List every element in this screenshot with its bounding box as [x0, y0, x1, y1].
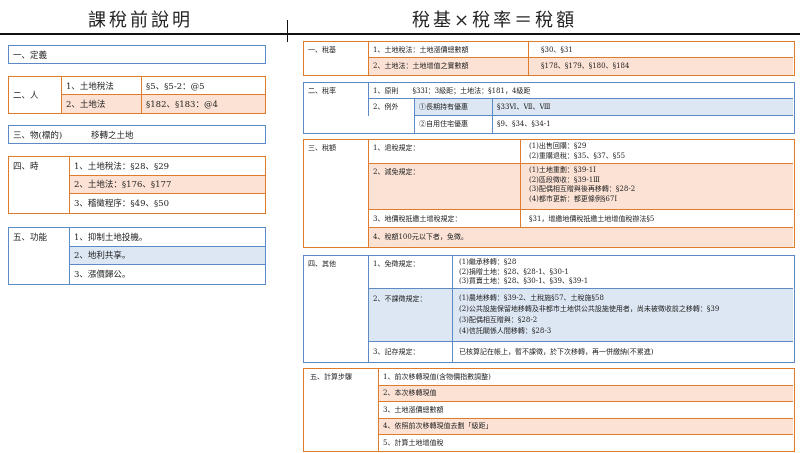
tax-rate-exception-2-ref: §9、§34、§34-1 [492, 116, 793, 133]
object-label: 三、物(標的) [13, 130, 63, 141]
calculation-steps-section: 五、計算步驟 1、前次移轉現值(含物價指數調整) 2、本次移轉現值 3、土地漲價… [303, 368, 795, 452]
time-row-3: 3、稽徵程序：§49、§50 [69, 194, 265, 213]
deferral-rule-value: 已核算記在帳上，暫不課徵，於下次移轉，再一併繳納(不累進) [452, 342, 793, 362]
object-value: 移轉之土地 [91, 130, 134, 141]
right-title: 稅基×稅率＝稅額 [412, 10, 578, 31]
small-tax-exemption: 4、稅額100元以下者，免徵。 [368, 228, 793, 247]
reduction-rule-line-2: (2)區段徵收：§39-1Ⅲ [529, 175, 600, 184]
tax-base-row-1-ref: §30、§31 [528, 42, 793, 58]
non-levy-rule-line-1: (1)農地移轉：§39-2、土稅施§57、土稅施§58 [459, 294, 604, 302]
tax-amount-label: 三、稅額 [308, 144, 336, 152]
exempt-rule-line-3: (3)買賣土地：§28、§30-1、§39、§39-1 [459, 277, 589, 286]
step-3: 3、土地漲價總數額 [378, 402, 793, 419]
time-label: 四、時 [13, 162, 39, 172]
tax-base-section: 一、稅基 1、土地稅法：土地漲價總數額 §30、§31 2、土地法：土地增值之實… [303, 41, 795, 76]
object-section: 三、物(標的) 移轉之土地 [8, 125, 266, 144]
tax-base-row-2-ref: §178、§179、§180、§184 [528, 58, 793, 75]
land-value-tax-offset-label: 3、地價稅抵繳土增稅規定： [368, 210, 520, 228]
tax-base-label: 一、稅基 [308, 46, 336, 54]
tax-rate-exception-label: 2、例外 [368, 99, 414, 116]
other-section: 四、其他 1、免徵規定： (1)繼承移轉：§28 (2)捐贈土地：§28、§28… [303, 255, 795, 363]
tax-rate-section: 二、稅率 1、原則 §33Ⅰ：3級距；土地法：§181，4級距 2、例外 ①長期… [303, 82, 795, 134]
exempt-rule-details: (1)繼承移轉：§28 (2)捐贈土地：§28、§28-1、§30-1 (3)買… [452, 256, 793, 289]
time-row-2: 2、土地法：§176、§177 [69, 175, 265, 194]
tax-rate-exception-2-name: ②自用住宅優惠 [414, 116, 492, 133]
person-label: 二、人 [13, 91, 39, 101]
time-section: 四、時 1、土地稅法：§28、§29 2、土地法：§176、§177 3、稽徵程… [8, 156, 266, 214]
step-1: 1、前次移轉現值(含物價指數調整) [378, 369, 793, 386]
function-row-3: 3、漲價歸公。 [69, 265, 265, 284]
refund-rule-line-2: (2)重購退稅：§35、§37、§55 [529, 151, 626, 160]
tax-amount-section: 三、稅額 1、退稅規定： (1)出售回購：§29 (2)重購退稅：§35、§37… [303, 139, 795, 248]
non-levy-rule-line-3: (3)配偶相互贈與：§28-2 [459, 316, 538, 324]
non-levy-rule-line-4: (4)信託關係人間移轉：§28-3 [459, 327, 552, 335]
reduction-rule-line-3: (3)配偶相互贈與後再移轉：§28-2 [529, 185, 636, 194]
person-row-2-ref: §182、§183：@4 [141, 95, 265, 113]
refund-rule-line-1: (1)出售回購：§29 [529, 142, 587, 150]
non-levy-rule-label: 2、不課徵規定： [368, 289, 452, 342]
tax-rate-exception-1-ref: §33Ⅵ、Ⅶ、Ⅷ [492, 99, 793, 116]
exempt-rule-line-2: (2)捐贈土地：§28、§28-1、§30-1 [459, 267, 569, 276]
definition-section: 一、定義 [8, 45, 266, 64]
other-label: 四、其他 [308, 260, 336, 268]
reduction-rule-line-1: (1)土地重劃：§39-1Ⅰ [529, 166, 596, 174]
step-2: 2、本次移轉現值 [378, 385, 793, 402]
deferral-rule-label: 3、記存規定： [368, 342, 452, 362]
calculation-steps-label: 五、計算步驟 [310, 373, 352, 381]
refund-rule-details: (1)出售回購：§29 (2)重購退稅：§35、§37、§55 [520, 140, 793, 164]
center-divider [287, 20, 288, 42]
person-row-1-ref: §5、§5-2：@5 [141, 77, 265, 95]
header-divider [0, 33, 800, 35]
function-row-1: 1、抑制土地投機。 [69, 228, 265, 247]
non-levy-rule-line-2: (2)公共設施保留地移轉及非都市土地供公共設施使用者，尚未被徵收前之移轉：§39 [459, 305, 720, 313]
land-value-tax-offset-ref: §31，增繳地價稅抵繳土地增值稅辦法§5 [520, 210, 793, 228]
left-title: 課稅前說明 [88, 10, 193, 31]
tax-base-row-2-name: 2、土地法：土地增值之實數額 [368, 58, 528, 75]
person-row-2-name: 2、土地法 [61, 95, 141, 113]
definition-label: 一、定義 [13, 50, 48, 61]
tax-rate-principle: 1、原則 §33Ⅰ：3級距；土地法：§181，4級距 [368, 83, 793, 99]
function-row-2: 2、地利共享。 [69, 246, 265, 265]
reduction-rule-details: (1)土地重劃：§39-1Ⅰ (2)區段徵收：§39-1Ⅲ (3)配偶相互贈與後… [520, 164, 793, 210]
time-row-1: 1、土地稅法：§28、§29 [69, 157, 265, 176]
non-levy-rule-details: (1)農地移轉：§39-2、土稅施§57、土稅施§58 (2)公共設施保留地移轉… [452, 289, 793, 342]
person-section: 二、人 1、土地稅法 §5、§5-2：@5 2、土地法 §182、§183：@4 [8, 76, 266, 114]
exempt-rule-line-1: (1)繼承移轉：§28 [459, 258, 517, 266]
function-section: 五、功能 1、抑制土地投機。 2、地利共享。 3、漲價歸公。 [8, 227, 266, 285]
tax-rate-label: 二、稅率 [308, 87, 336, 95]
person-row-1-name: 1、土地稅法 [61, 77, 141, 95]
reduction-rule-label: 2、減免規定： [368, 164, 520, 210]
reduction-rule-line-4: (4)都市更新：都更條例§67Ⅰ [529, 194, 618, 203]
step-4: 4、依照前次移轉現值去劃「級距」 [378, 418, 793, 435]
step-5: 5、計算土地增值稅 [378, 435, 793, 451]
tax-base-row-1-name: 1、土地稅法：土地漲價總數額 [368, 42, 528, 58]
function-label: 五、功能 [13, 233, 48, 243]
refund-rule-label: 1、退稅規定： [368, 140, 520, 164]
exempt-rule-label: 1、免徵規定： [368, 256, 452, 289]
tax-rate-exception-1-name: ①長期持有優惠 [414, 99, 492, 116]
